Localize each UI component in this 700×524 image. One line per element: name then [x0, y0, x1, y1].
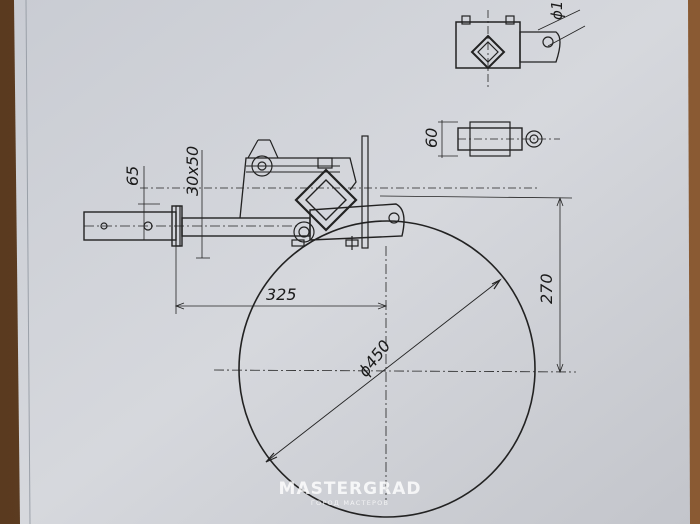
dimension-label-325: 325: [266, 285, 297, 304]
dimension-label-270: 270: [537, 273, 556, 304]
bracket-side-view: [438, 120, 560, 158]
main-assembly: [83, 135, 405, 250]
dimension-label-60: 60: [422, 128, 441, 148]
watermark-title: MASTERGRAD: [279, 479, 422, 499]
dimension-label-phi11: ϕ11: [548, 0, 566, 20]
bracket-end-view: [455, 9, 586, 90]
disc-circle: [238, 220, 536, 518]
dimension-label-65: 65: [123, 166, 142, 186]
watermark-subtitle: ГОРОД МАСТЕРОВ: [311, 499, 389, 507]
dimension-label-30x50: 30x50: [183, 146, 202, 196]
paper-edge-line: [25, 0, 31, 524]
paper-sheet: [14, 0, 690, 524]
dimension-lines: [138, 150, 577, 500]
